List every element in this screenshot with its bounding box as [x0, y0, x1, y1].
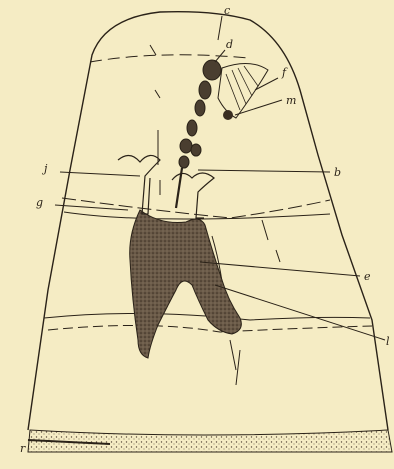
- label-b: b: [334, 166, 341, 179]
- label-r: r: [20, 442, 26, 455]
- bottom-band: [28, 430, 392, 452]
- nodule-chain: [179, 60, 221, 168]
- left-funnel-j: [118, 155, 160, 214]
- segment-line-1: [90, 55, 248, 62]
- label-e: e: [364, 270, 371, 283]
- flap-hatching: [226, 66, 258, 110]
- label-f: f: [281, 66, 288, 79]
- label-j: j: [41, 162, 48, 175]
- segment-line-6: [150, 45, 160, 195]
- label-g: g: [36, 196, 43, 209]
- label-l: l: [386, 335, 390, 348]
- label-m: m: [286, 94, 296, 107]
- nodule-m: [223, 110, 233, 120]
- segment-line-5: [48, 325, 372, 332]
- label-d: d: [226, 38, 233, 51]
- hatched-flap-f: [218, 63, 268, 118]
- segment-line-7: [262, 220, 280, 262]
- dark-organ-e: [130, 210, 242, 358]
- label-c: c: [224, 4, 230, 17]
